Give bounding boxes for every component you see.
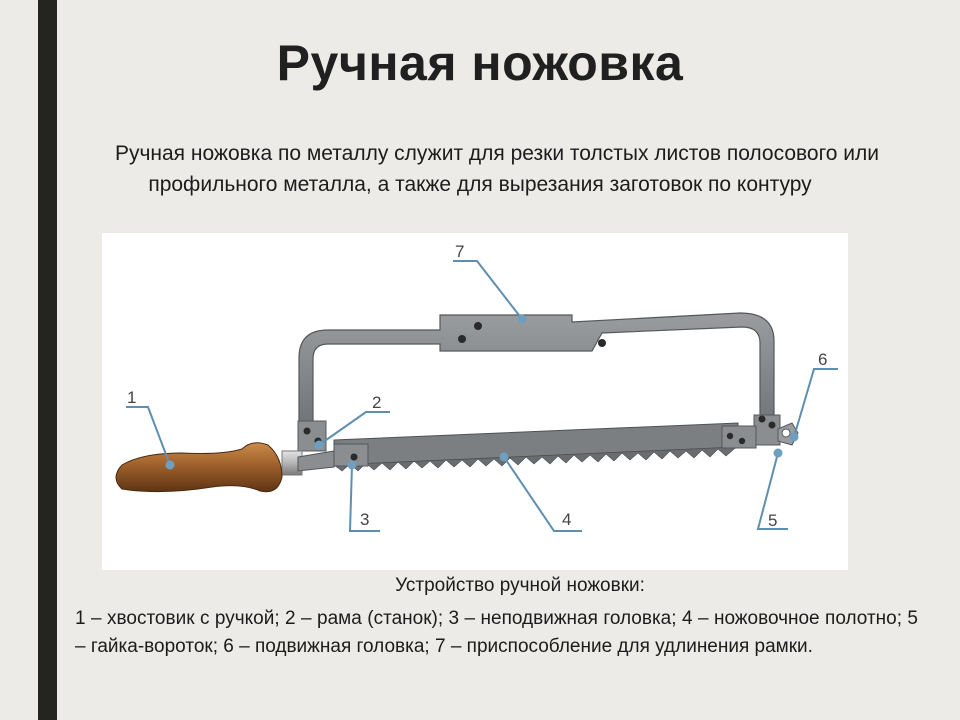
- intro-paragraph: Ручная ножовка по металлу служит для рез…: [70, 138, 890, 200]
- rivet: [458, 335, 466, 343]
- callout-line-4: [503, 456, 582, 532]
- page-title: Ручная ножовка: [276, 35, 684, 91]
- callouts: [126, 260, 838, 532]
- callout-line-6: [793, 368, 838, 438]
- rivet: [598, 339, 606, 347]
- callout-dots: [165, 314, 799, 470]
- rivet: [474, 322, 482, 330]
- rivet: [303, 427, 311, 435]
- rivet: [758, 415, 766, 423]
- callout-label-4: 4: [562, 510, 571, 529]
- rivet: [726, 432, 734, 440]
- caption-title: Устройство ручной ножовки:: [395, 575, 645, 596]
- hacksaw-figure: 1 2 3 4 5 6 7: [102, 233, 848, 570]
- frame-slot: [638, 333, 648, 345]
- callout-label-6: 6: [818, 350, 827, 369]
- saw-blade: [333, 422, 757, 472]
- left-accent-bar: [38, 0, 57, 720]
- callout-label-5: 5: [768, 511, 777, 530]
- callout-line-1: [126, 406, 171, 466]
- hacksaw-illustration: 1 2 3 4 5 6 7: [115, 242, 838, 532]
- saw-handle: [115, 442, 335, 493]
- callout-line-2: [318, 411, 390, 446]
- callout-label-7: 7: [455, 242, 464, 261]
- rivet: [768, 421, 776, 429]
- movable-head-block: [753, 414, 781, 446]
- callout-line-5: [756, 452, 788, 530]
- callout-line-3: [348, 464, 380, 532]
- callout-line-7: [453, 260, 523, 320]
- frame-slot: [655, 332, 665, 344]
- blade-clamp-right: [721, 425, 757, 449]
- callout-label-3: 3: [360, 510, 369, 529]
- callout-label-2: 2: [372, 393, 381, 412]
- rivet: [350, 453, 358, 461]
- rivet: [738, 437, 746, 445]
- callout-label-1: 1: [127, 388, 136, 407]
- intro-text: Ручная ножовка по металлу служит для рез…: [114, 142, 880, 196]
- frame-slot: [620, 333, 630, 345]
- caption-legend: 1 – хвостовик с ручкой; 2 – рама (станок…: [75, 608, 918, 657]
